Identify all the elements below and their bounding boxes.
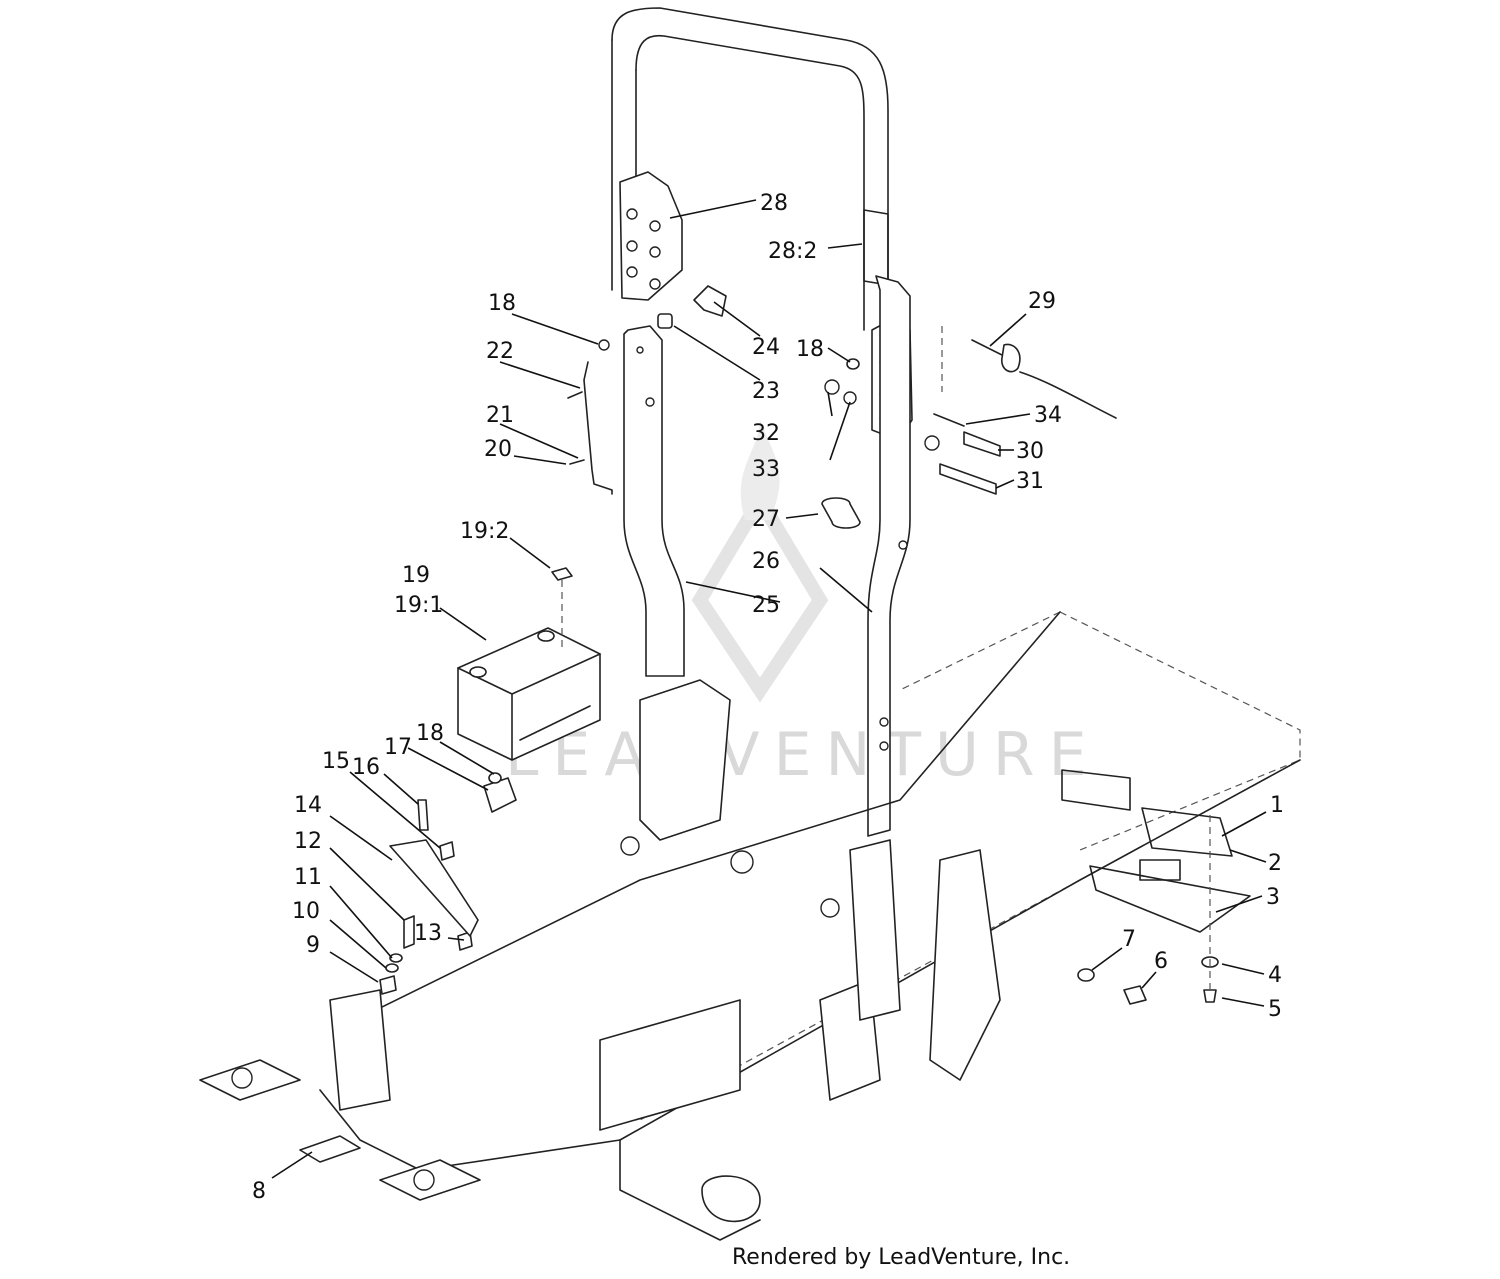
callout-5: 5 (1268, 997, 1282, 1022)
callout-9: 9 (306, 933, 320, 958)
rops-lower-left (623, 325, 685, 677)
spacer-27 (821, 497, 861, 529)
callout-30: 30 (1016, 439, 1044, 464)
callout-12: 12 (294, 829, 322, 854)
callout-29: 29 (1028, 289, 1056, 314)
callout-24: 24 (752, 335, 780, 360)
bushing-9 (379, 975, 397, 995)
bolt-6 (1123, 985, 1147, 1005)
washer-10 (385, 963, 399, 973)
callout-22: 22 (486, 339, 514, 364)
leader-lines (271, 199, 1267, 1179)
callout-20: 20 (484, 437, 512, 462)
pin-13 (457, 931, 473, 951)
pin-12 (403, 915, 415, 949)
bumper-24 (693, 285, 727, 317)
callout-28: 28 (760, 191, 788, 216)
callout-labels: 1 2 3 4 5 6 7 8 9 10 11 12 13 14 15 16 1… (252, 191, 1284, 1204)
callout-10: 10 (292, 899, 320, 924)
callout-25: 25 (752, 593, 780, 618)
callout-11: 11 (294, 865, 322, 890)
washer-7 (1077, 968, 1095, 982)
footer-credit: Rendered by LeadVenture, Inc. (732, 1245, 1070, 1270)
callout-28-2: 28:2 (768, 239, 817, 264)
callout-19-1: 19:1 (394, 593, 443, 618)
callout-3: 3 (1266, 885, 1280, 910)
callout-27: 27 (752, 507, 780, 532)
callout-13: 13 (414, 921, 442, 946)
callout-31: 31 (1016, 469, 1044, 494)
callout-15: 15 (322, 749, 350, 774)
rops-lower-right (867, 275, 911, 837)
callout-19-2: 19:2 (460, 519, 509, 544)
shield-14 (389, 839, 479, 937)
callout-17: 17 (384, 735, 412, 760)
battery (457, 567, 601, 761)
callout-14: 14 (294, 793, 322, 818)
bolt-16 (417, 799, 429, 831)
callout-18-upper-right: 18 (796, 337, 824, 362)
callout-32: 32 (752, 421, 780, 446)
battery-hold-down-rod (567, 339, 613, 495)
callout-33: 33 (752, 457, 780, 482)
watermark-text: LEADVENTURE (505, 720, 1101, 790)
bolt-34 (933, 413, 965, 427)
mower-frame (199, 611, 1301, 1241)
callout-18-lower: 18 (416, 721, 444, 746)
callout-19: 19 (402, 563, 430, 588)
callout-16: 16 (352, 755, 380, 780)
callout-7: 7 (1122, 927, 1136, 952)
callout-1: 1 (1270, 793, 1284, 818)
callout-4: 4 (1268, 963, 1282, 988)
callout-8: 8 (252, 1179, 266, 1204)
callout-2: 2 (1268, 851, 1282, 876)
washer-11 (389, 953, 403, 963)
callout-23: 23 (752, 379, 780, 404)
callout-34: 34 (1034, 403, 1062, 428)
bolt-31 (939, 463, 997, 495)
callout-21: 21 (486, 403, 514, 428)
nut-18-battery (488, 772, 502, 784)
callout-6: 6 (1154, 949, 1168, 974)
bushing-23 (657, 313, 673, 329)
leadventure-watermark: LEADVENTURE (505, 420, 1101, 790)
screw-5 (1203, 989, 1217, 1003)
pin-29 (941, 326, 1117, 419)
callout-18-upper-left: 18 (488, 291, 516, 316)
plate-8 (299, 1135, 361, 1163)
callout-26: 26 (752, 549, 780, 574)
bolt-15 (439, 841, 455, 861)
bolt-30 (963, 431, 1001, 457)
